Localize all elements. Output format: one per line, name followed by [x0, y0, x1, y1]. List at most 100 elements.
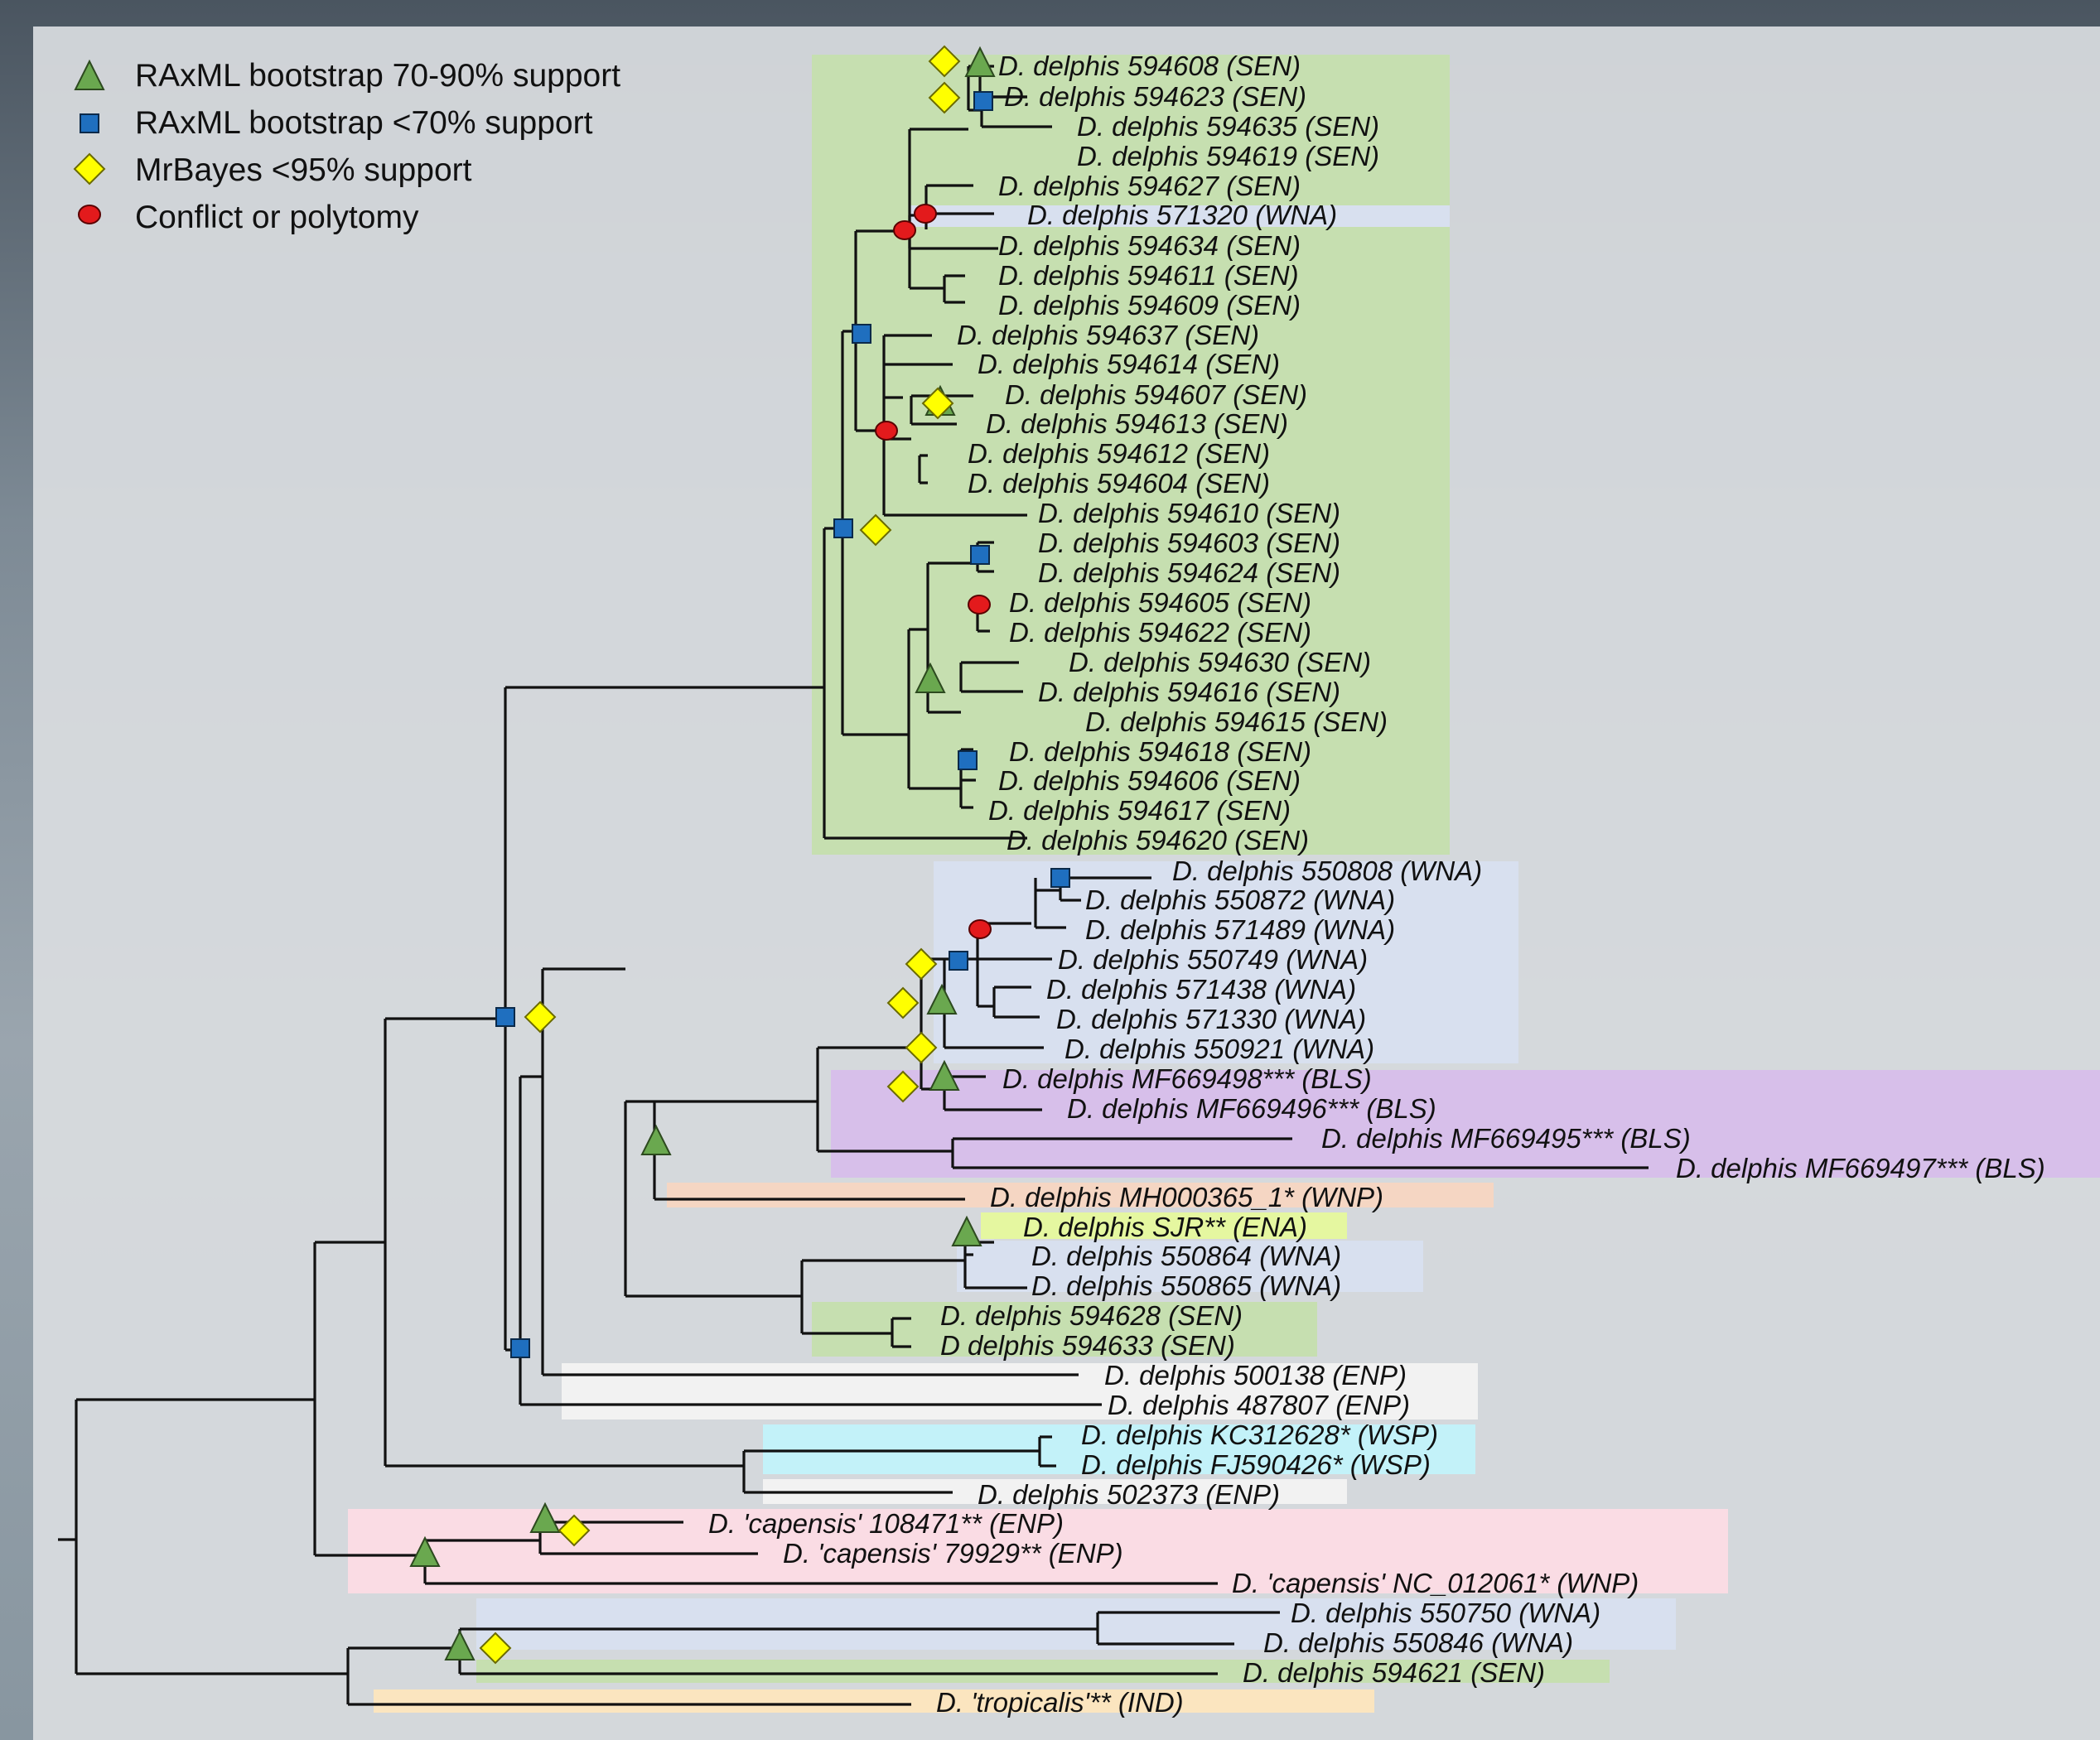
square-marker-icon	[510, 1338, 530, 1358]
diamond-marker-icon	[886, 1070, 920, 1103]
branch-rest-sub	[541, 967, 625, 1376]
clade-box-enp	[562, 1363, 1478, 1419]
tip-label: D. delphis 594628 (SEN)	[940, 1300, 1243, 1331]
clade-box-wna	[934, 861, 1518, 1063]
square-marker-icon	[833, 518, 853, 538]
triangle-marker-icon	[926, 983, 958, 1015]
legend-label: Conflict or polytomy	[135, 200, 419, 235]
tip-label: D. delphis 594617 (SEN)	[988, 795, 1291, 826]
diamond-marker-icon	[928, 45, 961, 78]
tip-label: D. delphis 502373 (ENP)	[978, 1479, 1280, 1510]
circle-marker-icon	[893, 220, 916, 240]
tip-label: D. delphis MF669496*** (BLS)	[1067, 1093, 1436, 1124]
tip-label: D. delphis 571489 (WNA)	[1085, 914, 1395, 945]
tip-label: D. delphis 594619 (SEN)	[1077, 141, 1379, 171]
tip-label: D. delphis 594605 (SEN)	[1009, 587, 1311, 618]
diamond-marker-icon	[558, 1514, 591, 1547]
legend-label: RAxML bootstrap <70% support	[135, 105, 593, 141]
branch-wna-bls-enp	[624, 1100, 802, 1298]
triangle-marker-icon	[444, 1629, 476, 1660]
circle-marker-icon	[875, 421, 898, 441]
branch-ingroup	[384, 1017, 744, 1468]
tip-label: D. delphis 594610 (SEN)	[1038, 498, 1340, 528]
support-markers	[409, 45, 1070, 1665]
tip-label: D. delphis 594612 (SEN)	[968, 438, 1270, 469]
triangle-marker-icon	[929, 1059, 960, 1091]
tip-label: D. delphis 594622 (SEN)	[1009, 617, 1311, 648]
tip-label: D. 'capensis' 79929** (ENP)	[783, 1538, 1123, 1569]
legend-item: MrBayes <95% support	[73, 152, 472, 188]
branch-594618-cluster	[959, 748, 976, 809]
clade-box-wnp	[667, 1183, 1494, 1207]
legend-item: RAxML bootstrap 70-90% support	[74, 58, 620, 94]
branch-wsp	[1038, 1435, 1056, 1468]
branch-sen-lower	[907, 628, 961, 790]
branch-root	[58, 1398, 348, 1675]
tip-label: D. delphis 594630 (SEN)	[1069, 647, 1371, 677]
branch-bls-long	[951, 1137, 1649, 1169]
clade-highlight-boxes	[348, 55, 2100, 1713]
branch-550750-550846	[1096, 1611, 1280, 1646]
tip-label: D. delphis 571438 (WNA)	[1046, 974, 1356, 1005]
tip-labels: D. delphis 594608 (SEN)D. delphis 594623…	[708, 51, 2045, 1718]
legend-label: RAxML bootstrap 70-90% support	[135, 58, 620, 94]
diamond-marker-icon	[479, 1632, 512, 1665]
triangle-icon	[74, 59, 105, 90]
tip-label: D delphis 594633 (SEN)	[940, 1330, 1235, 1361]
tip-label: D. delphis 594620 (SEN)	[1007, 825, 1309, 856]
triangle-marker-icon	[951, 1215, 982, 1246]
square-marker-icon	[973, 91, 993, 111]
diamond-marker-icon	[921, 387, 954, 420]
tip-label: D. delphis 594637 (SEN)	[957, 320, 1259, 350]
triangle-marker-icon	[640, 1124, 672, 1155]
tip-label: D. delphis 594627 (SEN)	[998, 171, 1301, 201]
tip-label: D. delphis 594607 (SEN)	[1005, 379, 1307, 410]
tip-label: D. delphis 594618 (SEN)	[1009, 736, 1311, 767]
circle-marker-icon	[968, 595, 991, 615]
tip-label: D. 'capensis' NC_012061* (WNP)	[1232, 1568, 1639, 1598]
tip-label: D. delphis 594609 (SEN)	[998, 290, 1301, 321]
clade-box-wna-571320	[910, 205, 1450, 227]
legend-label: MrBayes <95% support	[135, 152, 472, 188]
clade-box-sen-3	[476, 1660, 1610, 1683]
tip-label: D. delphis 594635 (SEN)	[1077, 111, 1379, 142]
tip-label: D. delphis MF669497*** (BLS)	[1676, 1153, 2045, 1183]
branch-main	[313, 1241, 425, 1557]
tip-label: D. delphis 594604 (SEN)	[968, 468, 1270, 499]
tip-label: D. delphis 550921 (WNA)	[1064, 1034, 1374, 1064]
diamond-marker-icon	[905, 947, 938, 981]
tip-label: D. delphis 550808 (WNA)	[1172, 856, 1482, 886]
clade-box-wsp	[763, 1424, 1475, 1474]
square-marker-icon	[970, 545, 990, 565]
tip-label: D. delphis 571330 (WNA)	[1056, 1004, 1366, 1034]
diamond-icon	[73, 152, 106, 186]
tip-label: D. delphis 500138 (ENP)	[1104, 1360, 1407, 1391]
diamond-marker-icon	[928, 81, 961, 114]
tip-label: D. delphis 594613 (SEN)	[986, 408, 1288, 439]
branch-594628-594633	[891, 1317, 911, 1348]
square-marker-icon	[495, 1007, 515, 1027]
tip-label: D. delphis 550864 (WNA)	[1031, 1241, 1341, 1271]
tip-label: D. delphis 594634 (SEN)	[998, 230, 1301, 261]
branch-wsp-enp	[742, 1449, 1040, 1494]
tip-label: D. delphis 550749 (WNA)	[1058, 944, 1368, 975]
clade-box-ind	[374, 1689, 1374, 1713]
tip-label: D. delphis 550846 (WNA)	[1263, 1627, 1573, 1658]
tip-label: D. delphis MH000365_1* (WNP)	[990, 1182, 1383, 1212]
tip-label: D. delphis 550865 (WNA)	[1031, 1270, 1341, 1301]
circle-marker-icon	[968, 919, 992, 939]
tip-label: D. delphis KC312628* (WSP)	[1081, 1419, 1438, 1450]
branch-outgroup	[346, 1646, 911, 1706]
clade-box-bls	[831, 1070, 2100, 1178]
tip-label: D. delphis 594621 (SEN)	[1243, 1657, 1545, 1688]
clade-box-ena	[981, 1212, 1347, 1239]
branch-wna-sub	[976, 922, 1052, 1008]
tip-label: D. delphis 594616 (SEN)	[1038, 677, 1340, 707]
diamond-marker-icon	[859, 513, 892, 547]
tip-label: D. delphis 594614 (SEN)	[978, 349, 1280, 379]
tip-label: D. delphis 594608 (SEN)	[998, 51, 1301, 81]
clade-box-wna-2	[957, 1241, 1423, 1292]
branch-ena-wna-sen	[800, 1259, 965, 1335]
